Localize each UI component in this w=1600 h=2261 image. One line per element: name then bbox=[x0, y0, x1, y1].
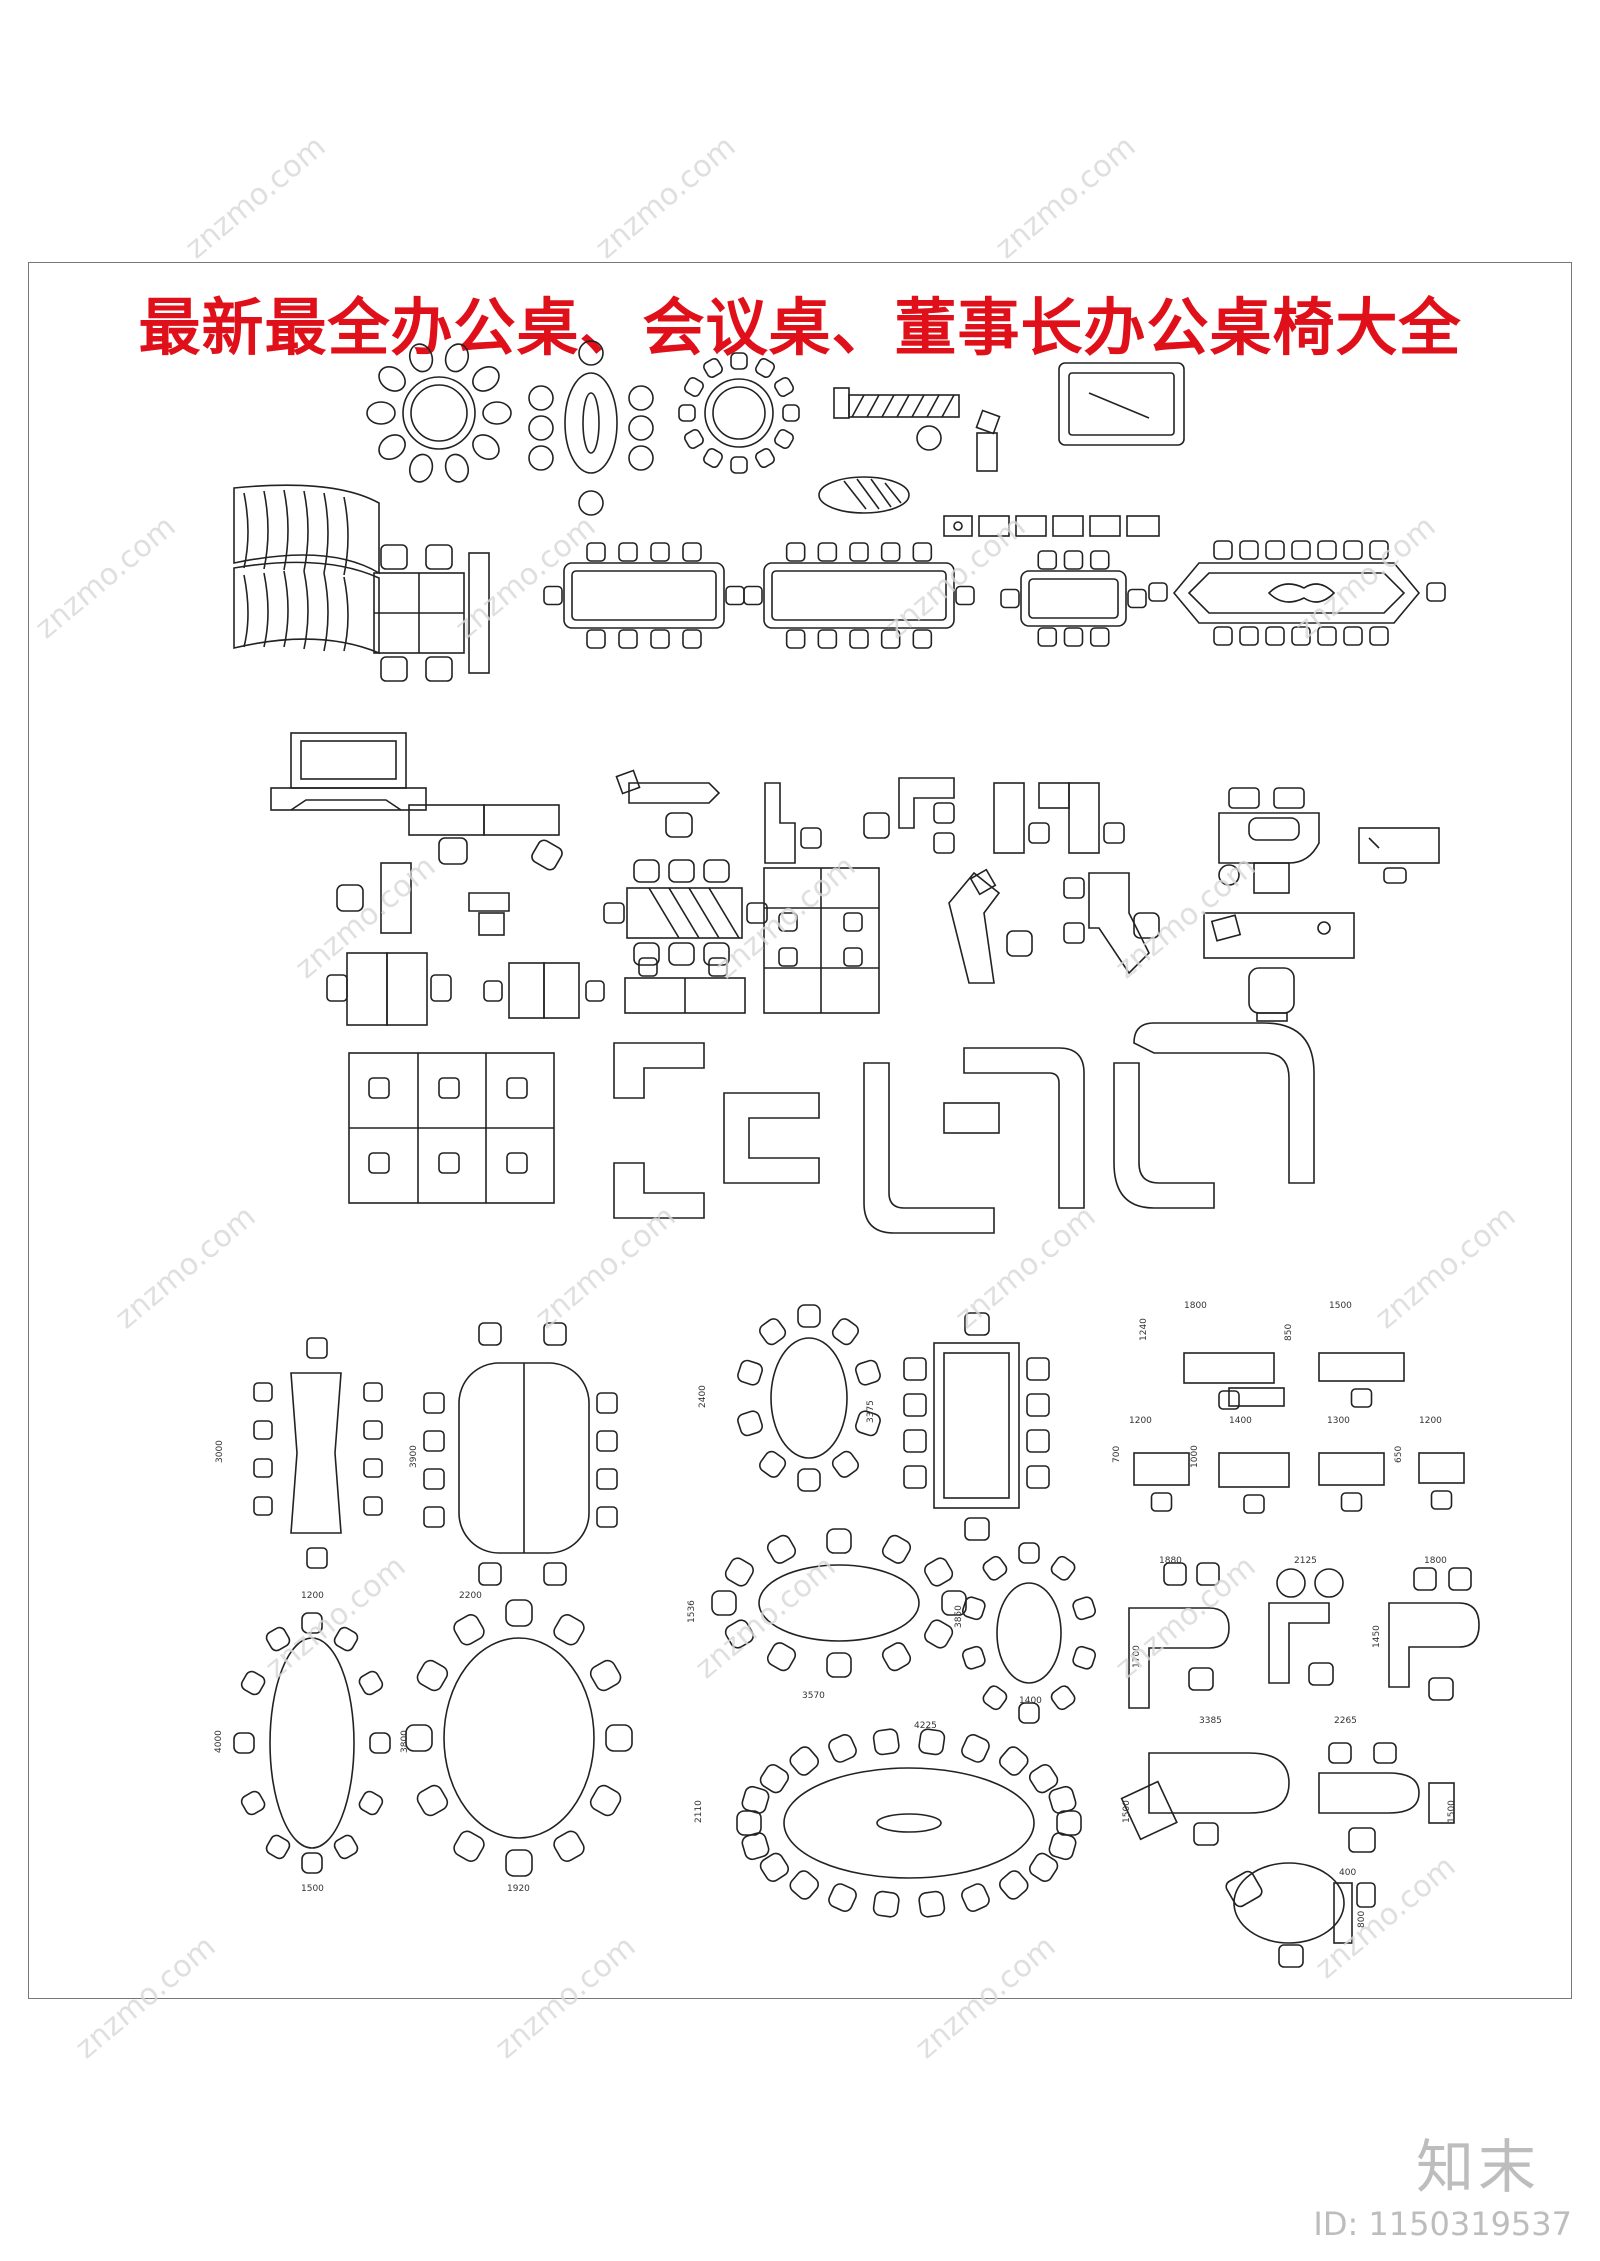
dim-2110: 2110 bbox=[694, 1800, 704, 1823]
watermark-text: znzmo.com bbox=[588, 129, 743, 266]
dim-1300: 1300 bbox=[1327, 1416, 1350, 1426]
dim-1200-b: 1200 bbox=[1419, 1416, 1442, 1426]
dim-2125: 2125 bbox=[1294, 1556, 1317, 1566]
brand-logo: 知末 bbox=[1415, 2133, 1540, 2201]
boardroom-table-decor bbox=[1172, 562, 1421, 624]
dim-2200: 2200 bbox=[459, 1591, 482, 1601]
reception-desk bbox=[1218, 787, 1320, 894]
dim-850: 850 bbox=[1284, 1324, 1294, 1341]
dim-3900: 3900 bbox=[409, 1445, 419, 1468]
dim-1450: 1450 bbox=[1372, 1625, 1382, 1648]
dim-2400: 2400 bbox=[698, 1385, 708, 1408]
office-desks-row-a bbox=[408, 769, 721, 871]
dim-3570: 3570 bbox=[802, 1691, 825, 1701]
round-table-1 bbox=[366, 343, 512, 483]
dim-4000: 4000 bbox=[214, 1730, 224, 1753]
dim-1500-d: 1500 bbox=[1447, 1800, 1457, 1823]
control-console bbox=[270, 732, 427, 811]
dim-3385: 3385 bbox=[1199, 1716, 1222, 1726]
dim-1240: 1240 bbox=[1139, 1318, 1149, 1341]
rectangular-meeting-tables bbox=[543, 540, 1446, 649]
dim-4225: 4225 bbox=[914, 1721, 937, 1731]
dim-700: 700 bbox=[1112, 1446, 1122, 1463]
dim-1500-c: 1500 bbox=[1122, 1800, 1132, 1823]
id-label: ID: 1150319537 bbox=[1313, 2205, 1572, 2243]
dim-1700: 1700 bbox=[1132, 1645, 1142, 1668]
conference-tables-lower bbox=[233, 1304, 1480, 1968]
dim-400: 400 bbox=[1339, 1868, 1356, 1878]
hatched-desk bbox=[833, 387, 1001, 472]
desk-pods bbox=[624, 867, 880, 1014]
angled-desks bbox=[948, 868, 1160, 984]
dim-1000: 1000 bbox=[1190, 1445, 1200, 1468]
dim-2265: 2265 bbox=[1334, 1716, 1357, 1726]
dim-1800-a: 1800 bbox=[1184, 1301, 1207, 1311]
dim-1200-c: 1200 bbox=[301, 1591, 324, 1601]
watermark-text: znzmo.com bbox=[988, 129, 1143, 266]
dim-1200-a: 1200 bbox=[1129, 1416, 1152, 1426]
drawing-sheet: 最新最全办公桌、会议桌、董事长办公桌椅大全 bbox=[28, 262, 1572, 1999]
executive-desk bbox=[1203, 912, 1355, 1022]
small-panels-row bbox=[943, 515, 1160, 537]
dim-1500-b: 1500 bbox=[301, 1884, 324, 1894]
cubicle-block bbox=[348, 1052, 555, 1204]
auditorium-seating bbox=[233, 484, 380, 655]
cad-furniture-drawing: 1800 1500 1240 850 1200 1400 1300 1200 7… bbox=[214, 340, 1480, 1968]
l-desks-row bbox=[764, 777, 1125, 864]
watermark-text: znzmo.com bbox=[178, 129, 333, 266]
dim-1800-b: 1800 bbox=[1424, 1556, 1447, 1566]
dim-1500-a: 1500 bbox=[1329, 1301, 1352, 1311]
page-title: 最新最全办公桌、会议桌、董事长办公桌椅大全 bbox=[138, 291, 1462, 364]
workstation-cluster bbox=[373, 544, 490, 682]
dim-3375: 3375 bbox=[866, 1400, 876, 1423]
office-desks-row-b bbox=[326, 862, 605, 1026]
dim-1536: 1536 bbox=[687, 1600, 697, 1623]
dim-3800: 3800 bbox=[400, 1730, 410, 1753]
hatched-oval-table bbox=[818, 476, 910, 514]
sofa-set-curved bbox=[863, 1022, 1315, 1234]
oval-table-small bbox=[528, 340, 654, 516]
dim-1400: 1400 bbox=[1229, 1416, 1252, 1426]
dim-3850: 3850 bbox=[954, 1605, 964, 1628]
dim-650: 650 bbox=[1394, 1446, 1404, 1463]
sofa-set-bracket bbox=[613, 1042, 820, 1219]
dim-1880: 1880 bbox=[1159, 1556, 1182, 1566]
billiard-table bbox=[1058, 362, 1185, 446]
dim-1400-b: 1400 bbox=[1019, 1696, 1042, 1706]
small-desk-right bbox=[1358, 827, 1440, 884]
dim-1920: 1920 bbox=[507, 1884, 530, 1894]
dim-3000: 3000 bbox=[215, 1440, 225, 1463]
dimension-labels: 1800 1500 1240 850 1200 1400 1300 1200 7… bbox=[214, 1301, 1457, 1928]
hatched-meeting-table bbox=[603, 859, 768, 966]
round-table-2 bbox=[678, 352, 800, 474]
dim-800: 800 bbox=[1357, 1911, 1367, 1928]
